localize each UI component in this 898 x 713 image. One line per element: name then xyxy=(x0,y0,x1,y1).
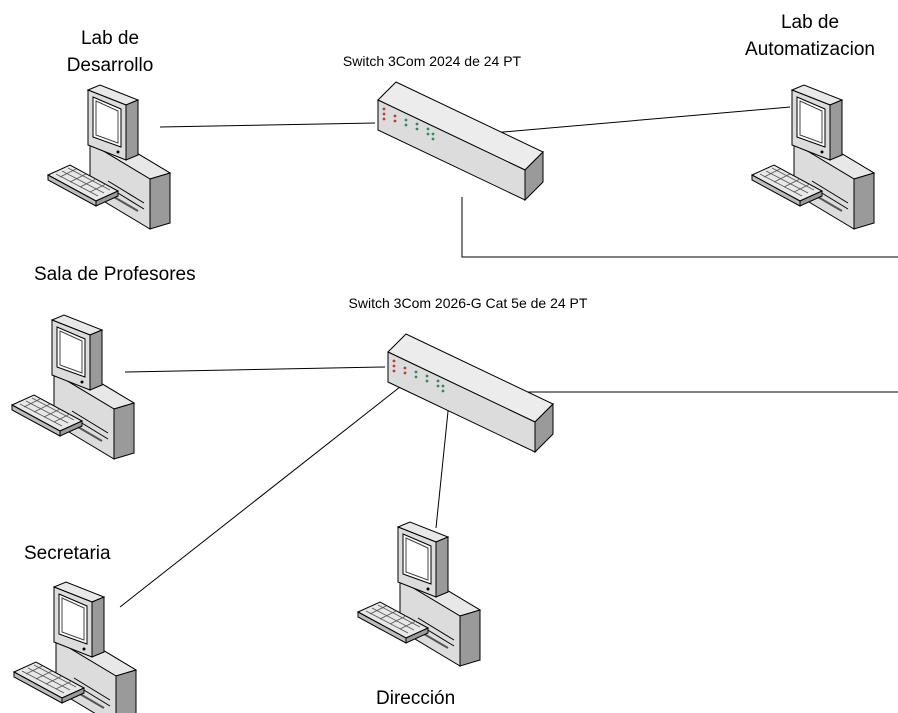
link-desarrollo-switch-top xyxy=(159,122,376,128)
computer-lab-desarrollo-icon xyxy=(47,84,171,230)
switch-bottom-icon xyxy=(387,333,554,453)
computer-lab-automatizacion-icon xyxy=(751,84,875,230)
label-direccion: Dirección xyxy=(376,688,455,709)
label-sala-profesores: Sala de Profesores xyxy=(34,264,196,285)
label-switch-bottom: Switch 3Com 2026-G Cat 5e de 24 PT xyxy=(349,295,588,311)
label-lab-desarrollo-line1: Lab de xyxy=(81,28,139,49)
computer-sala-profesores-icon xyxy=(11,314,135,460)
label-switch-top: Switch 3Com 2024 de 24 PT xyxy=(343,53,522,69)
computer-secretaria-icon xyxy=(13,581,137,713)
label-lab-automatizacion-line1: Lab de xyxy=(781,12,839,33)
link-secretaria-switch-bottom xyxy=(119,382,406,608)
switch-top-icon xyxy=(377,81,544,201)
link-direccion-switch-bottom xyxy=(435,391,451,529)
link-profesores-switch-bottom xyxy=(124,366,386,373)
label-lab-desarrollo-line2: Desarrollo xyxy=(67,55,154,76)
computer-direccion-icon xyxy=(357,521,481,667)
link-switch-top-uplink xyxy=(461,197,898,258)
label-lab-automatizacion-line2: Automatizacion xyxy=(745,39,875,60)
label-secretaria: Secretaria xyxy=(24,543,111,564)
